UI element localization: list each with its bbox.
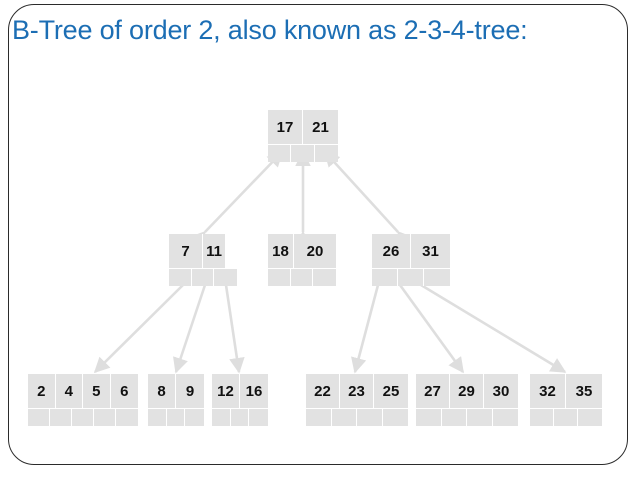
- btree-node-leaf-3[interactable]: 12 16: [212, 374, 268, 426]
- node-pointer-cell: [290, 268, 314, 286]
- node-pointer-cell: [372, 268, 398, 286]
- node-key-cell: 23: [340, 374, 374, 408]
- node-pointer-cell: [148, 408, 167, 426]
- edge-internal1-leaf3: [224, 284, 245, 374]
- node-pointer-cell: [94, 408, 116, 426]
- node-key-cell: 35: [566, 374, 602, 408]
- node-key-cell: 31: [411, 234, 450, 268]
- node-key-cell: 25: [374, 374, 408, 408]
- node-key-cell: 11: [203, 234, 225, 268]
- btree-node-root[interactable]: 17 21: [268, 110, 338, 162]
- node-pointer-cell: [214, 268, 237, 286]
- btree-node-leaf-6[interactable]: 32 35: [530, 374, 602, 426]
- node-pointer-row: [212, 408, 268, 426]
- btree-node-leaf-1[interactable]: 2 4 5 6: [28, 374, 138, 426]
- node-pointer-row: [268, 268, 336, 286]
- node-pointer-row: [28, 408, 138, 426]
- node-key-row: 22 23 25: [306, 374, 408, 408]
- node-key-cell: 26: [372, 234, 411, 268]
- node-key-cell: 2: [28, 374, 56, 408]
- edge-root-internal-1: [189, 150, 284, 248]
- node-pointer-cell: [424, 268, 450, 286]
- node-pointer-cell: [441, 408, 467, 426]
- node-pointer-cell: [230, 408, 250, 426]
- node-pointer-cell: [382, 408, 408, 426]
- node-key-cell: 30: [484, 374, 518, 408]
- node-pointer-cell: [268, 144, 292, 162]
- node-key-cell: 4: [55, 374, 83, 408]
- edge-internal3-leaf6: [420, 283, 567, 374]
- node-pointer-cell: [530, 408, 554, 426]
- node-pointer-cell: [166, 408, 186, 426]
- node-pointer-row: [416, 408, 518, 426]
- edge-internal3-leaf5: [398, 284, 465, 374]
- node-pointer-cell: [50, 408, 72, 426]
- node-key-cell: 20: [294, 234, 336, 268]
- node-key-cell: 9: [176, 374, 204, 408]
- node-key-cell: 29: [450, 374, 484, 408]
- node-pointer-cell: [398, 268, 424, 286]
- node-key-cell: 5: [83, 374, 111, 408]
- node-pointer-cell: [578, 408, 602, 426]
- node-key-cell: 7: [169, 234, 203, 268]
- edge-internal1-leaf2: [173, 284, 207, 374]
- node-key-cell: 6: [110, 374, 138, 408]
- btree-node-internal-2[interactable]: 18 20: [268, 234, 336, 286]
- node-key-cell: 21: [303, 110, 338, 144]
- node-key-row: 7 11: [169, 234, 237, 268]
- btree-node-leaf-5[interactable]: 27 29 30: [416, 374, 518, 426]
- node-pointer-cell: [72, 408, 94, 426]
- node-pointer-cell: [306, 408, 332, 426]
- node-key-row: 26 31: [372, 234, 450, 268]
- node-key-cell: 17: [268, 110, 303, 144]
- node-key-cell: 12: [212, 374, 240, 408]
- node-pointer-cell: [554, 408, 578, 426]
- node-pointer-cell: [314, 144, 338, 162]
- node-key-row: 2 4 5 6: [28, 374, 138, 408]
- edge-root-internal-3: [323, 150, 414, 248]
- node-key-row: 12 16: [212, 374, 268, 408]
- node-key-cell: 18: [268, 234, 294, 268]
- node-key-row: 8 9: [148, 374, 204, 408]
- node-key-row: 27 29 30: [416, 374, 518, 408]
- page-title: B-Tree of order 2, also known as 2-3-4-t…: [12, 15, 528, 45]
- edge-internal3-leaf4: [351, 284, 380, 374]
- node-pointer-cell: [357, 408, 383, 426]
- node-pointer-cell: [291, 144, 315, 162]
- node-key-cell: 8: [148, 374, 176, 408]
- node-pointer-cell: [191, 268, 215, 286]
- btree-node-internal-1[interactable]: 7 11: [169, 234, 237, 286]
- edge-internal1-leaf1: [93, 284, 184, 374]
- node-pointer-cell: [249, 408, 268, 426]
- node-pointer-cell: [268, 268, 291, 286]
- node-pointer-cell: [416, 408, 442, 426]
- node-pointer-row: [169, 268, 237, 286]
- btree-node-leaf-4[interactable]: 22 23 25: [306, 374, 408, 426]
- node-key-row: 17 21: [268, 110, 338, 144]
- node-pointer-cell: [28, 408, 50, 426]
- node-pointer-cell: [313, 268, 336, 286]
- node-key-cell: 32: [530, 374, 566, 408]
- node-pointer-cell: [492, 408, 518, 426]
- node-pointer-cell: [331, 408, 357, 426]
- node-pointer-cell: [116, 408, 138, 426]
- node-pointer-row: [306, 408, 408, 426]
- btree-node-leaf-2[interactable]: 8 9: [148, 374, 204, 426]
- node-key-row: 18 20: [268, 234, 336, 268]
- node-pointer-row: [372, 268, 450, 286]
- node-pointer-row: [268, 144, 338, 162]
- node-key-cell: 22: [306, 374, 340, 408]
- node-key-cell: 16: [240, 374, 268, 408]
- node-key-row: 32 35: [530, 374, 602, 408]
- btree-node-internal-3[interactable]: 26 31: [372, 234, 450, 286]
- node-pointer-cell: [185, 408, 204, 426]
- node-pointer-cell: [169, 268, 192, 286]
- node-pointer-row: [148, 408, 204, 426]
- node-pointer-cell: [212, 408, 231, 426]
- node-pointer-cell: [467, 408, 493, 426]
- node-pointer-row: [530, 408, 602, 426]
- node-key-cell: 27: [416, 374, 450, 408]
